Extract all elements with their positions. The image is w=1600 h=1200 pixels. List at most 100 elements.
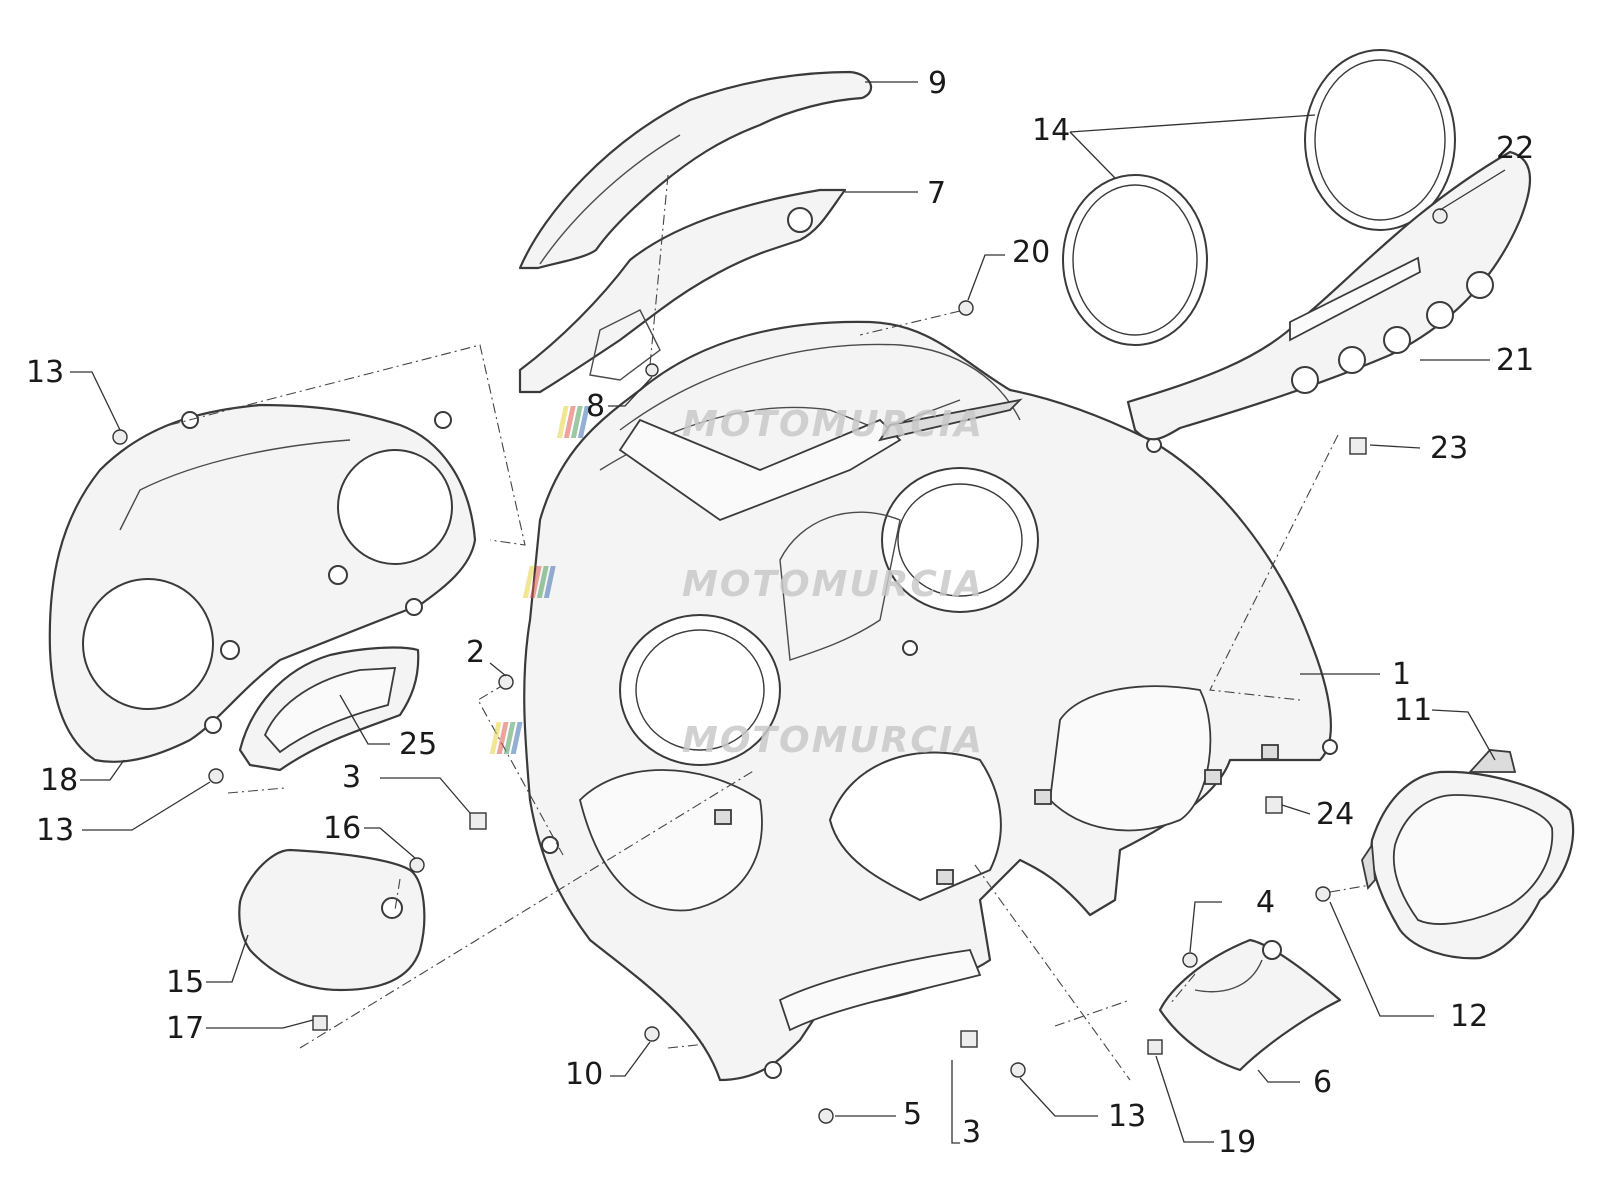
- clip-17: [312, 1015, 328, 1031]
- leader-line-19: [1155, 1055, 1214, 1143]
- callout-3: 3: [962, 1115, 981, 1150]
- part-18-instrument-housing: [48, 403, 477, 763]
- callout-9: 9: [928, 66, 947, 101]
- leader-line-25: [339, 694, 390, 745]
- callout-16: 16: [323, 811, 361, 846]
- callout-7: 7: [927, 176, 946, 211]
- watermark-text: MOTOMURCIA: [682, 564, 984, 605]
- part-1-dashboard-shell: [523, 320, 1338, 1082]
- fasteners: [112, 208, 1448, 1124]
- watermark-stripe: [536, 566, 549, 598]
- leader-line-11: [1431, 709, 1496, 761]
- watermark-stripe: [510, 722, 523, 754]
- callout-13: 13: [1108, 1099, 1146, 1134]
- leader-line-13: [1019, 1077, 1098, 1117]
- screw-4: [1182, 952, 1198, 968]
- part-9-top-cover: [518, 70, 873, 270]
- watermark-group: MOTOMURCIA MOTOMURCIA MOTOMURCIA: [489, 404, 984, 761]
- leader-line-16: [364, 827, 416, 859]
- callout-25: 25: [399, 727, 437, 762]
- callout-18: 18: [40, 763, 78, 798]
- screw-12: [1315, 886, 1331, 902]
- callout-23: 23: [1430, 431, 1468, 466]
- watermark-text: MOTOMURCIA: [682, 404, 984, 445]
- part-25-small-panel: [238, 646, 420, 772]
- callout-15: 15: [166, 965, 204, 1000]
- leader-line-22: [1439, 169, 1506, 211]
- watermark-stripe: [496, 722, 509, 754]
- callout-19: 19: [1218, 1125, 1256, 1160]
- leader-line-3: [951, 1060, 960, 1144]
- screw-20: [958, 300, 974, 316]
- leader-line-20: [967, 254, 1005, 301]
- clip-23: [1349, 437, 1367, 455]
- leader-line-18: [80, 759, 125, 781]
- callout-2: 2: [466, 635, 485, 670]
- callout-20: 20: [1012, 235, 1050, 270]
- callout-12: 12: [1450, 999, 1488, 1034]
- callout-14: 14: [1032, 113, 1070, 148]
- leader-line-3: [380, 777, 471, 814]
- callout-13: 13: [36, 813, 74, 848]
- clip-19: [1147, 1039, 1163, 1055]
- watermark-stripe: [522, 566, 535, 598]
- part-7-upper-trim: [518, 188, 847, 394]
- screw-16: [409, 857, 425, 873]
- watermark-logo: MOTOMURCIA: [556, 404, 984, 445]
- callout-13: 13: [26, 355, 64, 390]
- callout-3: 3: [342, 760, 361, 795]
- screw-13-bottom: [1010, 1062, 1026, 1078]
- callout-5: 5: [903, 1097, 922, 1132]
- leader-line-12: [1329, 901, 1434, 1017]
- watermark-text: MOTOMURCIA: [682, 720, 984, 761]
- clip-24: [1265, 796, 1283, 814]
- screw-8: [645, 363, 659, 377]
- leader-line-17: [206, 1019, 314, 1029]
- screw-5: [818, 1108, 834, 1124]
- leader-lines: [70, 81, 1506, 1144]
- leader-line-24: [1281, 804, 1311, 815]
- watermark-stripe: [489, 722, 502, 754]
- watermark-stripe: [543, 566, 556, 598]
- watermark-stripe: [503, 722, 516, 754]
- leader-line-14: [1069, 114, 1316, 133]
- callout-6: 6: [1313, 1065, 1332, 1100]
- leader-line-13: [82, 781, 211, 831]
- leader-line-2: [489, 662, 507, 677]
- leader-line-23: [1369, 444, 1421, 449]
- leader-line-15: [206, 934, 249, 983]
- part-14-gauge-rings: [1062, 49, 1456, 346]
- leader-line-10: [610, 1041, 651, 1077]
- watermark-stripe: [577, 406, 590, 438]
- leader-line-6: [1257, 1069, 1300, 1083]
- screw-2: [498, 674, 514, 690]
- part-6-cover-plate: [1158, 938, 1342, 1072]
- leader-line-8: [608, 376, 653, 407]
- watermark-stripe: [529, 566, 542, 598]
- screw-22: [1432, 208, 1448, 224]
- watermark-logo: MOTOMURCIA: [522, 564, 984, 605]
- screw-10: [644, 1026, 660, 1042]
- watermark-stripe: [556, 406, 569, 438]
- callout-21: 21: [1496, 343, 1534, 378]
- callout-22: 22: [1496, 131, 1534, 166]
- screw-13-left: [208, 768, 224, 784]
- callout-10: 10: [565, 1057, 603, 1092]
- screw-13-top: [112, 429, 128, 445]
- leader-line-14-secondary: [1069, 131, 1116, 179]
- clip-3-bottom: [960, 1030, 978, 1048]
- watermark-stripe: [570, 406, 583, 438]
- callout-17: 17: [166, 1011, 204, 1046]
- part-15-lid-panel: [238, 848, 426, 992]
- clip-3-left: [469, 812, 487, 830]
- watermark-stripe: [563, 406, 576, 438]
- leader-line-13: [70, 371, 121, 431]
- callout-24: 24: [1316, 797, 1354, 832]
- leader-line-4: [1189, 901, 1222, 953]
- watermark-logo: MOTOMURCIA: [489, 720, 984, 761]
- callout-11: 11: [1394, 693, 1432, 728]
- callout-labels: 1233456789101112131313141516171819202122…: [26, 66, 1534, 1160]
- callout-1: 1: [1392, 657, 1411, 692]
- assembly-lines: [169, 174, 1371, 1081]
